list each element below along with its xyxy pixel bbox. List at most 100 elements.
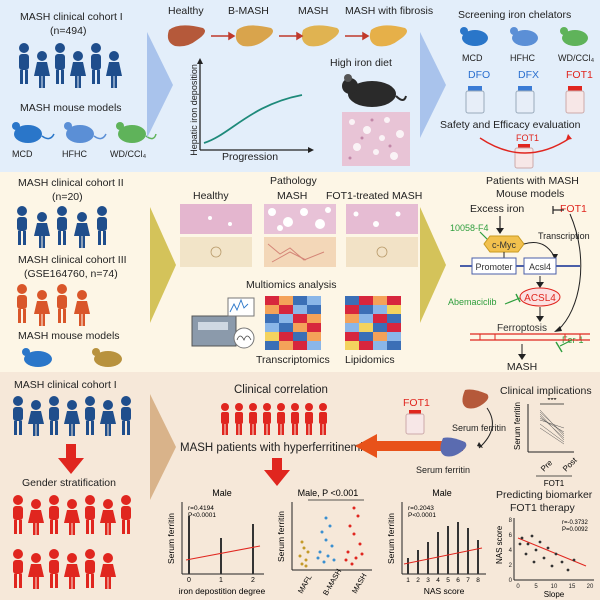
plot5-xtick-3: 15 (569, 584, 576, 590)
plot3-xtick-1: 2 (416, 577, 420, 584)
pathology-title: Pathology (270, 175, 317, 187)
cohort2-n: (n=20) (52, 191, 83, 203)
plot1-xtick-2: 2 (251, 577, 255, 584)
people-group-blue-1 (19, 43, 122, 88)
band-row3 (0, 372, 600, 600)
plot3-ylabel: Serum ferritin (386, 513, 396, 564)
plot5-ytick-4: 8 (509, 518, 513, 524)
stage-mash-fibrosis: MASH with fibrosis (345, 5, 434, 17)
predicting-biomarker-label: Predicting biomarker (496, 489, 593, 501)
plot3-stat-r: r=0.2043 (408, 505, 434, 512)
mouse-icons-row1 (12, 122, 157, 143)
excess-iron-label: Excess iron (470, 203, 525, 215)
down-arrow-red-2 (264, 458, 290, 486)
plot1-xtick-0: 0 (187, 577, 191, 584)
left-arrow-orange (355, 434, 463, 458)
transcriptomics-heatmap (265, 296, 321, 350)
mash-outcome-text: MASH (507, 361, 537, 372)
plot4-group: FOT1 (544, 479, 565, 488)
diet-label: High iron diet (330, 57, 392, 69)
plot1-stat-r: r=0.4194 (188, 505, 214, 512)
screen-label-mcd: MCD (462, 53, 483, 63)
stage-mash: MASH (298, 5, 329, 17)
plot3-xlabel: NAS score (424, 586, 465, 596)
plot2-cat-mafl: MAFL (296, 573, 314, 595)
screening-title: Screening iron chelators (458, 9, 572, 21)
transcriptomics-label: Transcriptomics (256, 354, 330, 366)
chelator-fot1: FOT1 (566, 69, 593, 81)
plot3-xtick-0: 1 (406, 577, 410, 584)
plot5-ytick-1: 2 (509, 563, 513, 569)
plot3-title: Male (432, 488, 452, 498)
plot2-mafl-mash: Male, P <0.001 MAFL B-MASH MASH Serum fe… (276, 488, 372, 597)
flow-arrow-row1-left (147, 32, 173, 138)
mouse-icons-row2 (22, 348, 122, 367)
plot2-cat-mash: MASH (350, 572, 369, 595)
pathology-fot1-mash: FOT1-treated MASH (326, 190, 423, 202)
stage-bmash: B-MASH (228, 5, 269, 17)
people-group-red-correlation (221, 403, 327, 435)
acsl4-protein-text: ACSL4 (524, 293, 556, 304)
hyperferritinemia-label: MASH patients with hyperferritinemia (180, 442, 370, 454)
plot5-xtick-2: 10 (551, 584, 558, 590)
people-group-red-1 (13, 495, 131, 535)
fot1-label-row3: FOT1 (403, 397, 430, 409)
plot5-stat-r: r=-0.3732 (562, 520, 589, 526)
plot5-ytick-3: 6 (509, 533, 513, 539)
people-group-red-2 (13, 549, 116, 589)
band-row1 (0, 0, 600, 172)
plot1-xlabel: iron depostition degree (179, 586, 266, 596)
lipidomics-heatmap (345, 296, 401, 350)
plot5-ytick-0: 0 (509, 578, 513, 584)
plot2-ylabel: Serum ferritin (276, 511, 286, 562)
plot5-xtick-0: 0 (516, 584, 520, 590)
cohort1-title-row3: MASH clinical cohort I (14, 379, 117, 391)
plot1-title: Male (212, 488, 232, 498)
pathology-healthy: Healthy (193, 190, 229, 202)
plot2-cat-bmash: B-MASH (321, 567, 343, 597)
cycle-arrow (479, 134, 572, 154)
down-arrow-red-1 (58, 444, 84, 474)
people-group-blue-3 (13, 396, 131, 436)
plot3-nas-score: Male r=0.2043 P<0.0001 1 2 3 4 5 6 7 8 N… (386, 488, 486, 596)
acsl4-gene-text: Acsl4 (529, 262, 551, 272)
drug-vials (465, 86, 585, 114)
flow-arrow-row2-right (420, 207, 446, 323)
stage-healthy: Healthy (168, 5, 204, 17)
cohort3-n: (GSE164760, n=74) (24, 268, 118, 280)
lipidomics-label: Lipidomics (345, 354, 395, 366)
abemaciclib-label: Abemaciclib (448, 297, 497, 307)
mechanism-title-1: Patients with MASH (486, 175, 579, 187)
plot4-sig: *** (547, 398, 556, 405)
plot1-ylabel: Serum ferritin (166, 513, 176, 564)
plot1-xtick-1: 1 (219, 577, 223, 584)
plot5-xlabel: Slope (544, 590, 565, 599)
plot4-post: Post (561, 455, 579, 473)
inhibitor-10058-label: 10058-F4 (450, 223, 489, 233)
clinical-correlation-label: Clinical correlation (234, 384, 328, 396)
multiomics-label: Multiomics analysis (246, 279, 337, 291)
x-axis-progression-label: Progression (222, 151, 279, 163)
screen-label-wd: WD/CCl₄ (558, 53, 595, 63)
people-group-blue-2 (17, 206, 107, 248)
cohort1-title: MASH clinical cohort I (20, 11, 123, 23)
y-axis-iron-label: Hepatic iron deposition (189, 64, 200, 156)
pathology-images (180, 204, 418, 267)
cohort1-n: (n=494) (50, 25, 87, 37)
plot3-xtick-2: 3 (426, 577, 430, 584)
screen-label-hfhc: HFHC (510, 53, 535, 63)
fot1-bottle-row3 (405, 410, 425, 435)
chelator-dfo: DFO (468, 69, 491, 81)
plot5-ylabel: NAS score (495, 525, 504, 564)
mouse-models-title-1: MASH mouse models (20, 102, 122, 114)
fot1-therapy-label: FOT1 therapy (510, 502, 575, 514)
serum-ferritin-label-2: Serum ferritin (416, 465, 471, 475)
mouse-black-icon (342, 74, 407, 107)
plot5-xtick-1: 5 (534, 584, 538, 590)
plot2-title: Male, P <0.001 (298, 488, 359, 498)
cmyc-text: c-Myc (492, 240, 516, 250)
flow-arrow-row1-right (420, 32, 446, 138)
plot1-iron-deposition: Male r=0.4194 P<0.0001 0 1 2 iron depost… (166, 488, 266, 596)
flow-arrow-row3-left (150, 394, 176, 500)
plot3-stat-p: P<0.0001 (408, 512, 436, 519)
